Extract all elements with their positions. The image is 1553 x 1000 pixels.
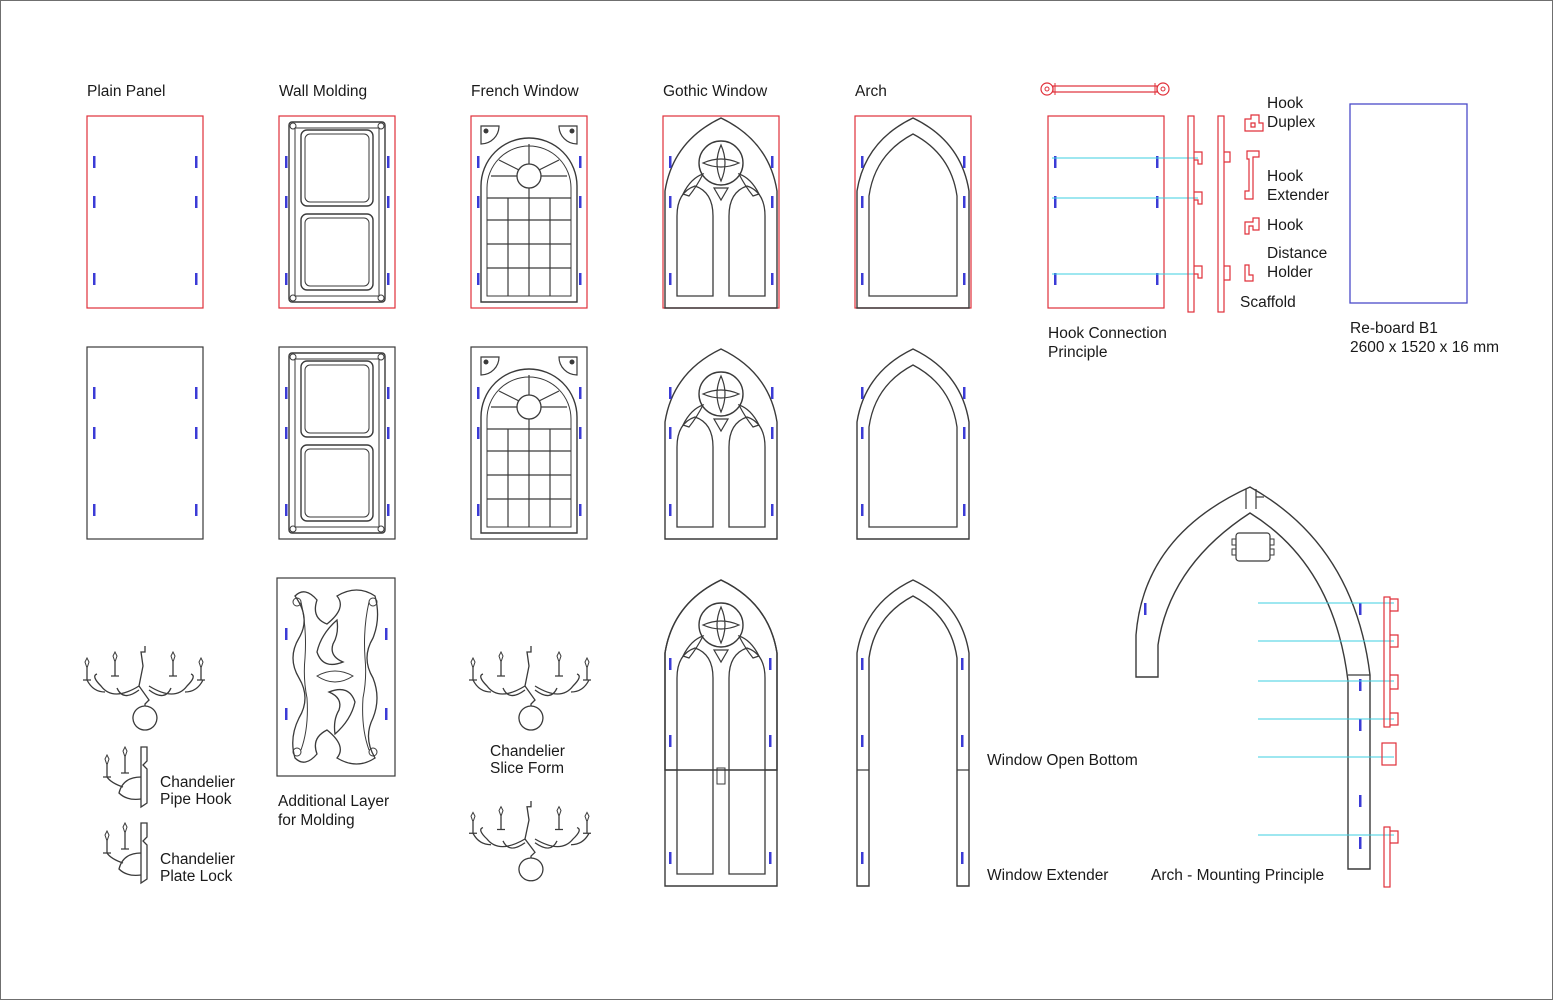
label-distance-holder-line2: Holder bbox=[1267, 264, 1313, 281]
label-scaffold: Scaffold bbox=[1240, 294, 1296, 311]
label-hook-connection-line1: Hook Connection bbox=[1048, 325, 1167, 342]
label-additional-layer-line1: Additional Layer bbox=[278, 793, 390, 810]
label-french-window: French Window bbox=[471, 83, 579, 100]
label-arch-mounting: Arch - Mounting Principle bbox=[1151, 867, 1325, 884]
chandelier-slice-form-2 bbox=[468, 800, 592, 882]
label-wall-molding: Wall Molding bbox=[279, 83, 368, 100]
label-distance-holder-line1: Distance bbox=[1267, 245, 1328, 262]
label-hook-duplex-line1: Hook bbox=[1267, 95, 1304, 112]
arch-top bbox=[854, 115, 972, 309]
distance-holder-part bbox=[1244, 264, 1254, 282]
hook-connection-principle bbox=[1047, 115, 1231, 313]
label-chandelier-slice-line2: Slice Form bbox=[490, 760, 565, 777]
reboard-sheet bbox=[1349, 103, 1468, 304]
arch-window-extender bbox=[856, 579, 970, 887]
arch-mounting-principle bbox=[1135, 486, 1399, 888]
french-window-bottom bbox=[470, 346, 588, 540]
label-hook-extender-line2: Extender bbox=[1267, 187, 1330, 204]
wall-molding-bottom bbox=[278, 346, 396, 540]
french-window-top bbox=[470, 115, 588, 309]
label-window-open-bottom: Window Open Bottom bbox=[987, 752, 1138, 769]
label-chandelier-pipe-line1: Chandelier bbox=[160, 774, 235, 791]
label-chandelier-pipe-line2: Pipe Hook bbox=[160, 791, 232, 808]
hook-duplex-part bbox=[1244, 114, 1264, 132]
wall-molding-top bbox=[278, 115, 396, 309]
label-reboard-line1: Re-board B1 bbox=[1350, 320, 1438, 337]
arch-bottom bbox=[856, 348, 970, 540]
label-chandelier-plate-line1: Chandelier bbox=[160, 851, 235, 868]
gothic-window-open-bottom bbox=[664, 579, 778, 887]
label-hook-extender-line1: Hook bbox=[1267, 168, 1304, 185]
label-gothic-window: Gothic Window bbox=[663, 83, 768, 100]
chandelier-slice-form bbox=[468, 645, 592, 731]
gothic-window-top bbox=[662, 115, 780, 309]
label-hook: Hook bbox=[1267, 217, 1304, 234]
hook-part bbox=[1244, 217, 1260, 235]
plain-panel-top bbox=[86, 115, 204, 309]
chandelier-plate-lock bbox=[102, 822, 148, 884]
chandelier-large bbox=[82, 645, 206, 731]
label-chandelier-plate-line2: Plate Lock bbox=[160, 868, 233, 885]
hook-extender-part bbox=[1244, 150, 1260, 200]
label-reboard-line2: 2600 x 1520 x 16 mm bbox=[1350, 339, 1500, 356]
hook-rod bbox=[1040, 82, 1170, 96]
chandelier-pipe-hook bbox=[102, 746, 148, 808]
plain-panel-bottom bbox=[86, 346, 204, 540]
label-chandelier-slice-line1: Chandelier bbox=[490, 743, 565, 760]
additional-layer-molding bbox=[276, 577, 396, 777]
label-hook-duplex-line2: Duplex bbox=[1267, 114, 1316, 131]
label-window-extender: Window Extender bbox=[987, 867, 1109, 884]
label-additional-layer-line2: for Molding bbox=[278, 812, 355, 829]
label-hook-connection-line2: Principle bbox=[1048, 344, 1108, 361]
label-arch: Arch bbox=[855, 83, 887, 100]
gothic-window-bottom bbox=[664, 348, 778, 540]
label-plain-panel: Plain Panel bbox=[87, 83, 166, 100]
